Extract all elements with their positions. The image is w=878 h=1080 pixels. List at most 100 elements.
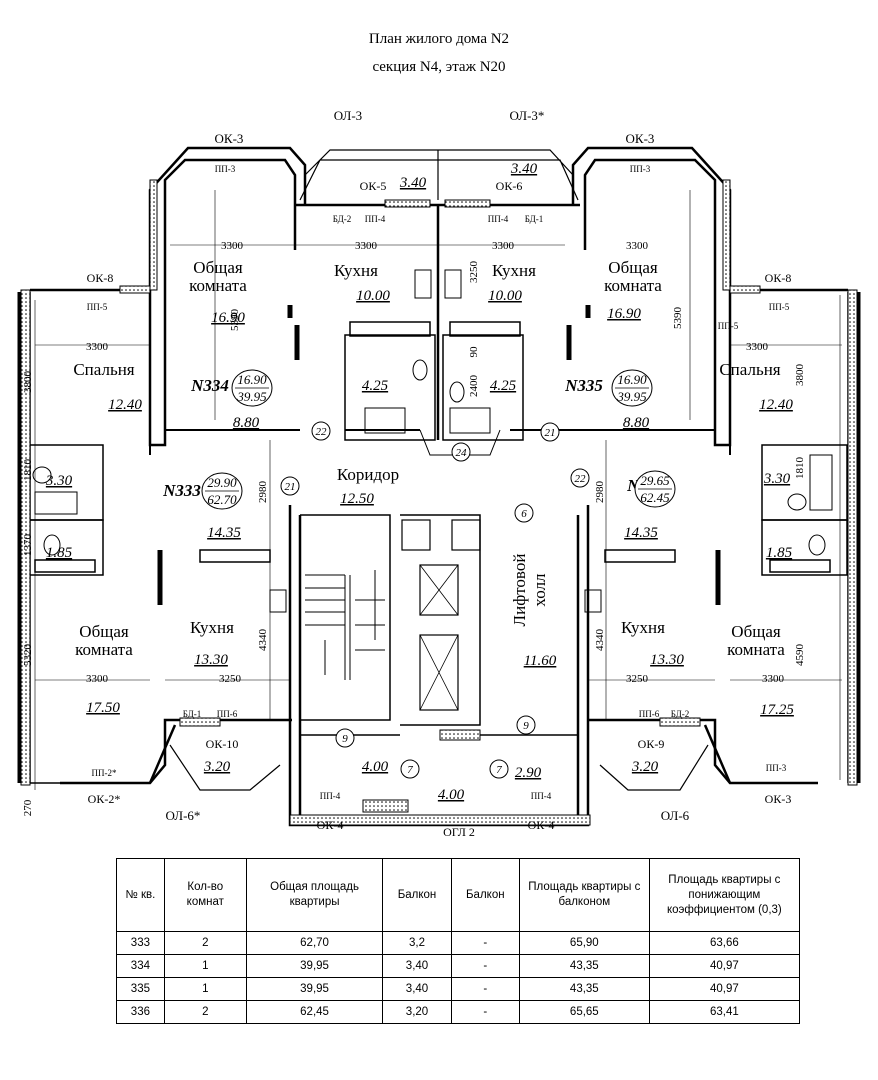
plan-label: 11.60	[524, 653, 557, 669]
plan-label: 4.25	[490, 378, 517, 394]
table-cell: -	[450, 977, 520, 1001]
plan-label: ОЛ-3	[334, 108, 362, 123]
plan-label: 4.00	[438, 787, 465, 803]
plan-label: ОЛ-6	[661, 808, 690, 823]
bubble-bottom-value: 62.45	[640, 490, 670, 505]
plan-label: 13.30	[650, 652, 684, 668]
hatched-walls	[20, 179, 858, 826]
table-cell: 3,20	[382, 1000, 452, 1024]
plan-label: 10.00	[488, 288, 522, 304]
plan-label: комната	[604, 276, 662, 295]
plan-label: 3300	[86, 341, 109, 353]
plan-label: ОК-3	[765, 792, 792, 806]
plan-label: ПП-6	[217, 709, 238, 719]
plan-vertical-label: 270	[22, 799, 34, 816]
plan-label: 3.40	[510, 161, 538, 177]
plan-vertical-label: холл	[530, 573, 549, 607]
plan-vertical-label: Лифтовой	[510, 554, 529, 627]
plan-label: 1.85	[46, 545, 73, 561]
marker-number: 21	[285, 481, 296, 493]
table-header-cell: Балкон	[450, 858, 520, 932]
plan-label: ПП-4	[488, 214, 509, 224]
plan-vertical-label: 1370	[22, 534, 34, 557]
table-cell: 336	[116, 1000, 165, 1024]
plan-label: БД-2	[671, 709, 689, 719]
plan-vertical-label: 2400	[468, 375, 480, 398]
plan-label: 3.20	[203, 759, 231, 775]
bubble-bottom-value: 39.95	[616, 389, 647, 404]
marker-number: 22	[575, 473, 587, 485]
plan-label: 3250	[626, 673, 649, 685]
plan-vertical-label: 1810	[794, 457, 806, 480]
plan-label: N333	[162, 481, 201, 500]
plan-label: Кухня	[621, 618, 665, 637]
marker-circle: 9	[335, 728, 355, 748]
plan-label: 3.30	[45, 473, 73, 489]
table-header-cell: Балкон	[382, 858, 452, 932]
bubble-bottom-value: 39.95	[236, 389, 267, 404]
plan-label: 12.40	[108, 397, 142, 413]
plan-label: ПП-4	[320, 791, 341, 801]
plan-label: БД-1	[525, 214, 543, 224]
plan-label: Кухня	[190, 618, 234, 637]
plan-label: ПП-4	[531, 791, 552, 801]
table-cell: 1	[163, 977, 247, 1001]
plan-label: 8.80	[623, 415, 650, 431]
plan-label: Общая	[79, 622, 129, 641]
plan-label: ОК-9	[638, 737, 665, 751]
table-header-cell: Кол-во комнат	[163, 858, 247, 932]
plan-label: БД-2	[333, 214, 351, 224]
table-cell: -	[450, 931, 520, 955]
table-cell: 65,65	[518, 1000, 650, 1024]
plan-vertical-label: 5320	[22, 644, 34, 667]
bubble-top-value: 16.90	[617, 372, 647, 387]
walls	[17, 146, 861, 827]
table-cell: 335	[116, 977, 165, 1001]
plan-label: 1.85	[766, 545, 793, 561]
marker-circle: 22	[570, 468, 590, 488]
plan-label: ПП-3	[766, 763, 787, 773]
plan-label: ОК-3	[215, 131, 244, 146]
area-bubble: 29.65 62.45	[634, 470, 676, 508]
plan-label: ОЛ-3*	[510, 108, 545, 123]
plan-label: ОК-2*	[88, 792, 121, 806]
marker-circle: 21	[540, 422, 560, 442]
plan-label: 8.80	[233, 415, 260, 431]
marker-number: 21	[545, 427, 556, 439]
table-cell: 2	[163, 1000, 247, 1024]
plan-label: 14.35	[207, 525, 241, 541]
bubble-top-value: 29.65	[640, 473, 670, 488]
plan-vertical-label: 3800	[794, 364, 806, 387]
plan-label: 4.25	[362, 378, 389, 394]
plan-label: ПП-4	[365, 214, 386, 224]
table-cell: 40,97	[648, 954, 801, 978]
plan-vertical-label: 3250	[468, 261, 480, 284]
plan-label: Кухня	[334, 261, 378, 280]
plan-label: комната	[189, 276, 247, 295]
plan-label: 3.30	[763, 471, 791, 487]
plan-label: 3300	[86, 673, 109, 685]
plan-label: Общая	[608, 258, 658, 277]
bubble-top-value: 29.90	[207, 475, 237, 490]
plan-vertical-label: 4590	[794, 644, 806, 667]
table-cell: 43,35	[518, 977, 650, 1001]
plan-label: 3300	[626, 240, 649, 252]
table-cell: -	[450, 954, 520, 978]
plan-label: ОК-4	[528, 818, 555, 832]
marker-circle: 21	[280, 476, 300, 496]
bubble-top-value: 16.90	[237, 372, 267, 387]
plan-label: ПП-3	[630, 164, 651, 174]
plan-label: 3300	[221, 240, 244, 252]
plan-label: 17.25	[760, 702, 794, 718]
plan-label: ОЛ-6*	[166, 808, 201, 823]
table-cell: 65,90	[518, 931, 650, 955]
plan-label: ОК-3	[626, 131, 655, 146]
plan-label: ПП-5	[769, 302, 790, 312]
table-cell: 40,97	[648, 977, 801, 1001]
